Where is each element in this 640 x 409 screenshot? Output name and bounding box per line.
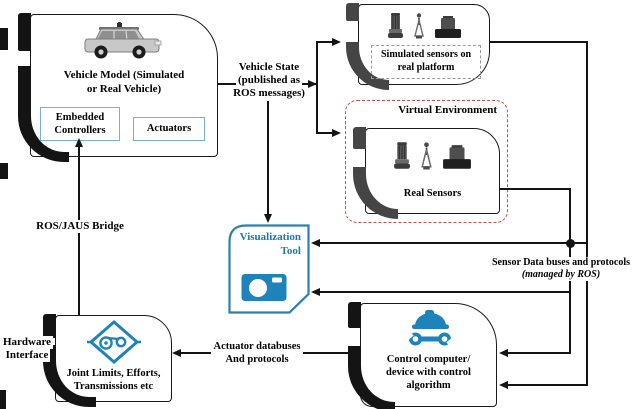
connector-line [500, 188, 571, 190]
box-left-tab [348, 302, 361, 328]
connector-line [586, 41, 588, 386]
caption-line: Real Sensors [403, 188, 462, 199]
box-left-tab [346, 3, 359, 21]
car-icon [84, 21, 162, 59]
simulated-sensors-box: Simulated sensors on real platform [346, 3, 490, 90]
label-line: And protocols [223, 353, 291, 367]
embedded-label: Embedded [55, 112, 105, 123]
title-line: device with control [386, 367, 471, 379]
title-line: or Real Vehicle) [86, 82, 162, 95]
title-line: Control computer/ [386, 354, 471, 365]
lidar-icon [387, 13, 403, 38]
arrowhead-left [311, 238, 320, 247]
actuators-box: Actuators [133, 117, 205, 141]
label-line: Interface [3, 349, 51, 363]
real-sensors-caption: Real Sensors [366, 187, 499, 200]
vehicle-state-label: Vehicle State (published as ROS messages… [223, 61, 315, 101]
vehicle-model-title: Vehicle Model (Simulated or Real Vehicle… [31, 69, 217, 97]
label-line: Vehicle State [236, 61, 302, 75]
camera-sensor-icon [443, 145, 471, 169]
box-left-tab [18, 13, 31, 51]
embedded-controllers-box: Embedded Controllers [40, 107, 120, 141]
control-computer-box: Control computer/ device with control al… [348, 302, 497, 409]
visualization-tool-title: Visualization Tool [234, 231, 301, 259]
hardware-interface-label: Hardware Interface [0, 336, 54, 363]
title-line: Visualization [239, 231, 301, 243]
embedded-label: Controllers [54, 125, 106, 137]
label-line: Actuator databuses [211, 341, 303, 354]
title-line: algorithm [406, 380, 451, 392]
camera-icon [241, 274, 287, 301]
connector-line [508, 384, 588, 386]
ros-jaus-bridge-label: ROS/JAUS Bridge [30, 220, 130, 234]
real-sensors-box: Real Sensors [353, 127, 500, 219]
joint-limits-box: Joint Limits, Efforts, Transmissions etc [43, 314, 172, 407]
arrowhead-left [499, 348, 508, 357]
caption-line: real platform [397, 62, 455, 73]
antenna-icon [413, 13, 424, 39]
connector-line [320, 291, 571, 293]
page-edge-artifact [0, 390, 6, 409]
label-line: (published as [235, 74, 303, 88]
connector-line [267, 84, 269, 215]
box-left-tab [43, 314, 56, 338]
title-line: Joint Limits, Efforts, [66, 368, 161, 379]
label-line: Sensor Data buses and protocols [490, 257, 632, 269]
virtual-environment-title: Virtual Environment [398, 104, 497, 116]
connector-line [316, 41, 333, 43]
arrowhead-right [332, 128, 341, 137]
arrowhead-left [311, 287, 320, 296]
actuator-databuses-label: Actuator databuses And protocols [203, 341, 311, 367]
junction-dot [565, 238, 575, 248]
linkage-diamond-icon [87, 320, 141, 364]
sensor-data-buses-label: Sensor Data buses and protocols (managed… [482, 257, 640, 281]
actuators-label: Actuators [146, 123, 192, 134]
connector-line [316, 42, 318, 134]
page-edge-artifact [0, 163, 8, 179]
title-line: Transmissions etc [73, 381, 154, 393]
caption-line: Simulated sensors on [380, 49, 471, 60]
arrowhead-right [308, 79, 317, 88]
title-line: Vehicle Model (Simulated [63, 69, 185, 81]
camera-sensor-icon [434, 16, 461, 38]
arrowhead-down [263, 214, 272, 223]
vehicle-model-box: Vehicle Model (Simulated or Real Vehicle… [18, 13, 218, 162]
virtual-environment-container: Virtual Environment [345, 100, 508, 223]
simulated-sensors-caption-box: Simulated sensors on real platform [371, 45, 481, 79]
lidar-icon [394, 142, 410, 169]
arrowhead-left [499, 380, 508, 389]
label-line: ROS messages) [231, 87, 307, 101]
arrowhead-left [172, 348, 181, 357]
connector-line [508, 352, 570, 354]
page-edge-artifact [0, 28, 8, 50]
connector-line [320, 242, 588, 244]
hardhat-wrench-icon [407, 310, 453, 346]
arrowhead-up [74, 138, 83, 147]
visualization-tool-box: Visualization Tool [228, 224, 310, 314]
antenna-icon [421, 142, 432, 170]
arrowhead-right [332, 37, 341, 46]
label-line: Hardware [0, 336, 54, 350]
control-computer-title: Control computer/ device with control al… [361, 353, 496, 392]
box-left-tab [353, 127, 366, 149]
label-line: ROS/JAUS Bridge [34, 220, 126, 234]
title-line: Tool [280, 244, 301, 257]
label-line: (managed by ROS) [519, 269, 603, 281]
connector-line [316, 132, 333, 134]
connector-line [490, 41, 588, 43]
joint-limits-title: Joint Limits, Efforts, Transmissions etc [56, 367, 171, 393]
